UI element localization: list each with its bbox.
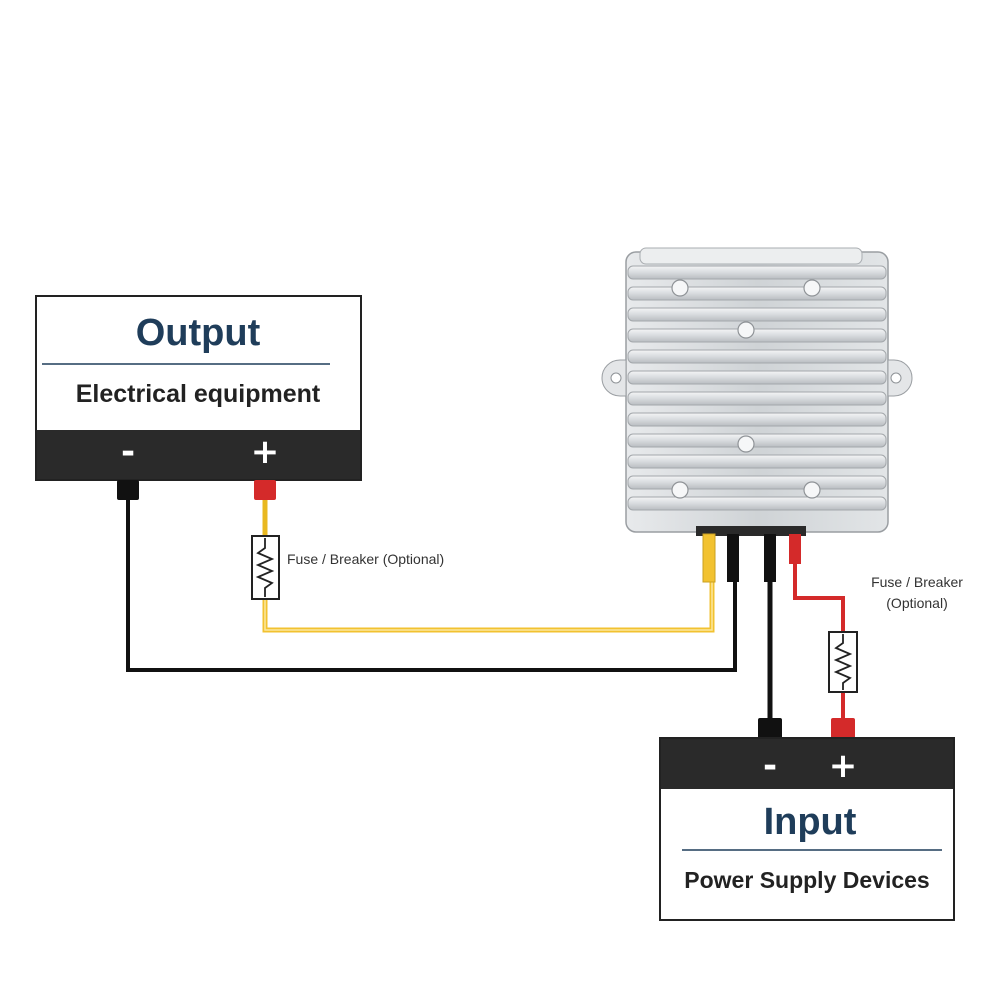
- output-subtitle: Electrical equipment: [76, 380, 321, 408]
- heatsink-fin: [627, 307, 887, 322]
- converter-red-lead: [789, 534, 801, 564]
- heatsink-fin: [627, 286, 887, 301]
- converter-black-lead-2: [764, 534, 776, 582]
- wire-input-positive: [793, 535, 845, 722]
- output-minus-label: -: [121, 432, 135, 472]
- input-minus-label: -: [763, 746, 777, 786]
- output-fuse-label: Fuse / Breaker (Optional): [287, 551, 444, 567]
- input-device-box: - + Input Power Supply Devices: [659, 737, 955, 921]
- heatsink-fin: [627, 454, 887, 469]
- heatsink-fin: [627, 349, 887, 364]
- output-positive-terminal: [254, 480, 276, 500]
- wire-output-negative: [126, 498, 737, 672]
- output-device-box: Output Electrical equipment - +: [35, 295, 362, 481]
- input-title: Input: [764, 801, 857, 843]
- fuse-icon: [251, 535, 280, 600]
- input-plus-label: +: [829, 746, 858, 786]
- converter-black-lead-1: [727, 534, 739, 582]
- heatsink-fin: [627, 328, 887, 343]
- dc-dc-converter-icon: [601, 247, 913, 536]
- heatsink-fins: [627, 265, 887, 511]
- input-positive-terminal: [831, 718, 855, 740]
- heatsink-fin: [627, 265, 887, 280]
- input-negative-terminal: [758, 718, 782, 740]
- input-subtitle: Power Supply Devices: [684, 867, 929, 893]
- input-fuse-label-line2: (Optional): [886, 595, 947, 611]
- heatsink-fin: [627, 412, 887, 427]
- heatsink-fin: [627, 370, 887, 385]
- heatsink-fin: [627, 496, 887, 511]
- output-negative-terminal: [117, 480, 139, 500]
- output-plus-label: +: [251, 432, 280, 472]
- fuse-icon: [828, 631, 858, 693]
- heatsink-fin: [627, 475, 887, 490]
- converter-yellow-lead: [702, 533, 716, 583]
- input-fuse-label-line1: Fuse / Breaker: [871, 574, 963, 590]
- heatsink-fin: [627, 433, 887, 448]
- heatsink-fin: [627, 391, 887, 406]
- output-title: Output: [136, 312, 261, 354]
